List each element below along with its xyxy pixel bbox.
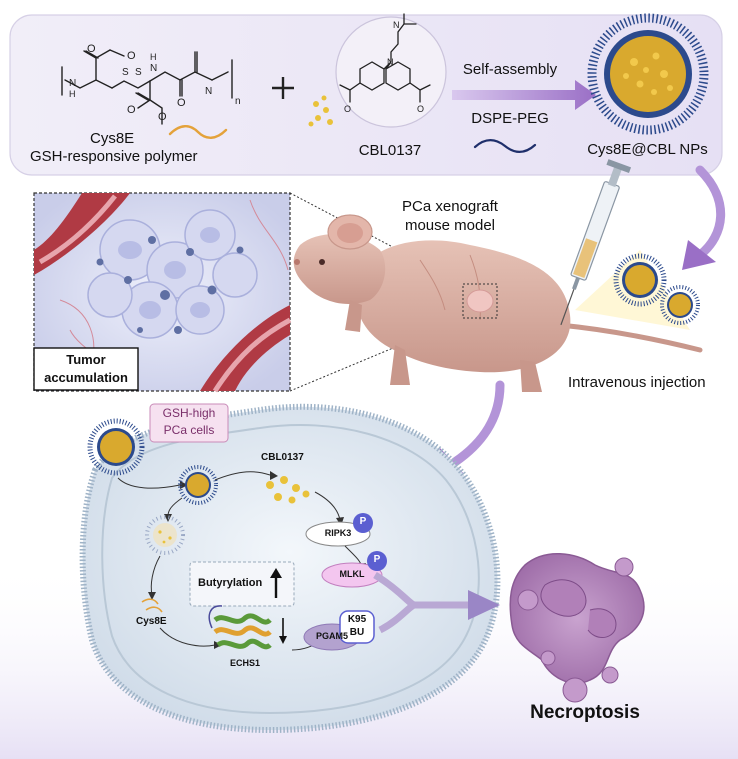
- cys8e-label: Cys8E: [136, 616, 167, 627]
- pgam5-label: PGAM5: [315, 631, 348, 641]
- gsh-label-box: [149, 403, 229, 443]
- ripk3-label: RIPK3: [324, 528, 352, 538]
- drug-particles: [308, 95, 333, 127]
- up-arrow-icon: [270, 568, 282, 598]
- lipid-label: DSPE-PEG: [471, 110, 549, 127]
- k95-label-1: K95: [347, 614, 367, 625]
- curved-arrow-head: [682, 240, 716, 270]
- chem-n-subscript: n: [235, 96, 241, 107]
- chem-n-4: N: [387, 57, 394, 67]
- chem-o-6: O: [344, 104, 351, 114]
- blood-vessel-right-lumen: [212, 317, 292, 393]
- chem-n-3: N: [205, 86, 212, 97]
- butyrylation-box: [189, 561, 295, 607]
- chem-n-5: N: [393, 20, 400, 30]
- chem-h-1: H: [69, 89, 76, 99]
- arrow-release: [214, 471, 271, 481]
- echs1-protein: [208, 605, 272, 650]
- tumor-label-1: Tumor: [66, 352, 106, 367]
- self-assembly-arrow: [452, 80, 596, 110]
- necroptotic-cell: [509, 552, 645, 703]
- model-line-1: PCa xenograft: [402, 198, 498, 215]
- arrow-to-cys8e-head: [148, 592, 156, 600]
- injection-label: Intravenous injection: [568, 374, 706, 391]
- tumor-label-2: accumulation: [44, 370, 128, 385]
- arrow-to-ripk3-head: [336, 517, 344, 526]
- chem-o-3: O: [127, 104, 136, 116]
- model-line-2: mouse model: [404, 217, 496, 234]
- tumor-label-box: [33, 347, 139, 391]
- nanoparticle-small-2: [660, 285, 700, 325]
- polymer-description: GSH-responsive polymer: [30, 148, 198, 165]
- chem-n-2: N: [150, 63, 157, 74]
- chem-o-7: O: [417, 104, 424, 114]
- nanoparticle-small-1: [613, 253, 667, 307]
- cell-membrane-inner: [101, 424, 480, 715]
- syringe-icon: [560, 159, 632, 326]
- chem-o-2: O: [127, 50, 136, 62]
- mlkl-phospho-label: P: [373, 554, 381, 565]
- blood-vessel-left-lumen: [38, 194, 117, 265]
- curved-arrow-to-injection: [695, 165, 726, 260]
- arrow-np-in: [117, 477, 181, 489]
- arrow-np-in-head: [180, 481, 188, 489]
- product-name: Cys8E@CBL NPs: [587, 141, 708, 158]
- chem-o-1: O: [87, 43, 96, 55]
- cys8e-fragments: [141, 598, 163, 613]
- tumor-site-box: [462, 283, 498, 319]
- tumor-cells: [87, 209, 258, 339]
- tumor-site: [466, 289, 494, 313]
- echs1-label: ECHS1: [229, 658, 260, 668]
- polymer-structure: [61, 49, 233, 125]
- nanoparticle-large: [587, 13, 709, 135]
- nanoparticle-entering: [87, 418, 145, 476]
- arrow-to-ripk3: [314, 491, 341, 521]
- drug-name: CBL0137: [358, 142, 422, 159]
- down-arrow-icon: [279, 618, 287, 644]
- chem-s-2: S: [135, 67, 142, 78]
- arrow-release-head: [270, 471, 278, 480]
- ripk3-phospho-label: P: [359, 516, 367, 527]
- chem-s-1: S: [122, 67, 129, 78]
- polymer-name: Cys8E: [90, 130, 135, 147]
- nanoparticle-in-cell: [178, 465, 218, 505]
- arrow-to-cell: [450, 380, 505, 467]
- plus-icon: [272, 77, 294, 99]
- outcome-label: Necroptosis: [530, 702, 640, 723]
- nanoparticle-degrading: [145, 515, 185, 555]
- step-label: Self-assembly: [462, 61, 558, 78]
- arrow-necroptosis-lower: [378, 601, 417, 634]
- arrow-necroptosis-head: [468, 590, 500, 620]
- arrow-to-echs1: [159, 627, 216, 647]
- ripk3-phospho: [353, 513, 373, 533]
- mlkl-protein: [321, 562, 383, 588]
- released-drug: [266, 476, 310, 504]
- tumor-nanoparticles: [96, 236, 244, 334]
- cell-label-2: PCa cells: [163, 423, 215, 437]
- k95-bu-badge: [339, 610, 375, 644]
- cbl0137-circle: [335, 16, 447, 128]
- k95-label-2: BU: [349, 627, 365, 638]
- blood-vessel-right: [200, 305, 290, 391]
- cbl0137-structure: [339, 13, 431, 103]
- chem-o-4: O: [158, 111, 167, 123]
- cell-label-1: GSH-high: [162, 406, 216, 420]
- polymer-squiggle: [168, 125, 228, 139]
- dspe-peg-squiggle: [473, 139, 537, 153]
- chem-h-2: H: [150, 52, 157, 62]
- mlkl-phospho: [367, 551, 387, 571]
- mlkl-label: MLKL: [339, 569, 365, 579]
- chem-o-5: O: [177, 97, 186, 109]
- ripk3-protein: [305, 521, 371, 547]
- chem-n-1: N: [69, 78, 76, 89]
- released-drug-label: CBL0137: [261, 452, 304, 463]
- butyrylation-label: Butyrylation: [198, 577, 263, 589]
